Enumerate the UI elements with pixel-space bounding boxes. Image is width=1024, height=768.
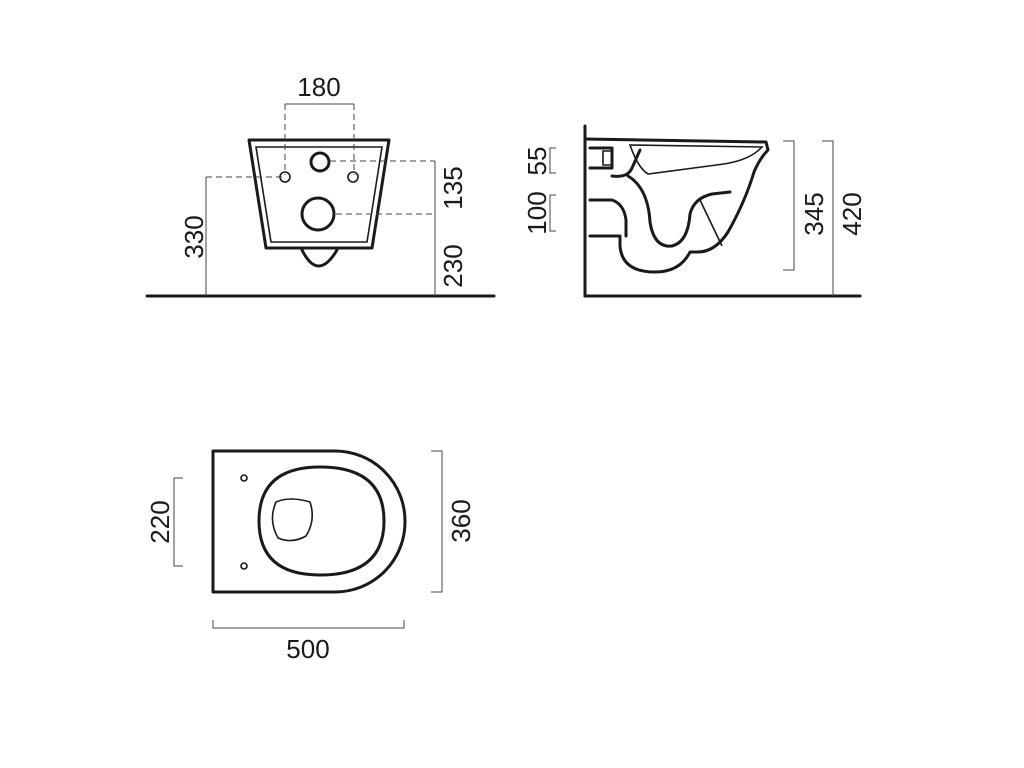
front-bowl-bottom [300,248,339,268]
dim-330-label: 330 [179,215,209,258]
dim-180-label: 180 [297,72,340,102]
dim-420-label: 420 [837,192,867,235]
top-view: 220 360 500 [145,449,476,664]
dim-500-bracket [212,620,405,629]
dim-360-label: 360 [446,499,476,542]
dim-230-label: 230 [438,244,468,287]
dim-360-bracket [431,450,443,593]
dim-220-label: 220 [145,500,175,543]
dim-135-label: 135 [438,166,468,209]
dim-55-label: 55 [522,147,552,176]
dim-500-label: 500 [286,634,329,664]
dim-345-label: 345 [799,192,829,235]
dim-55-bracket [549,147,556,174]
front-fixing-hole-right [347,171,359,183]
front-body-inner [255,146,383,243]
side-bowl-interior [626,174,732,248]
side-trap [610,148,642,178]
dim-100-bracket [549,194,556,232]
front-view: 180 330 135 230 [145,72,496,298]
top-bowl-inner [271,498,314,542]
top-fixing-hole-bottom [240,562,248,570]
dim-345-bracket [783,140,795,271]
front-body-outline [247,138,391,250]
dim-100-label: 100 [522,191,552,234]
front-outlet-hole [300,196,336,232]
side-inlet-cap [602,150,613,166]
dim-220-bracket [173,477,183,567]
side-bowl-inner-line [699,199,723,247]
side-outlet-pipe [588,198,628,238]
top-fixing-hole-top [240,474,248,482]
front-inlet-hole [309,151,331,173]
dim-420-bracket [822,140,834,296]
side-view: 55 100 345 420 [522,124,867,298]
top-seat-outer [257,465,386,577]
side-body-outline [583,137,770,274]
side-rim-inner [628,144,764,175]
top-body-outline [211,449,407,594]
